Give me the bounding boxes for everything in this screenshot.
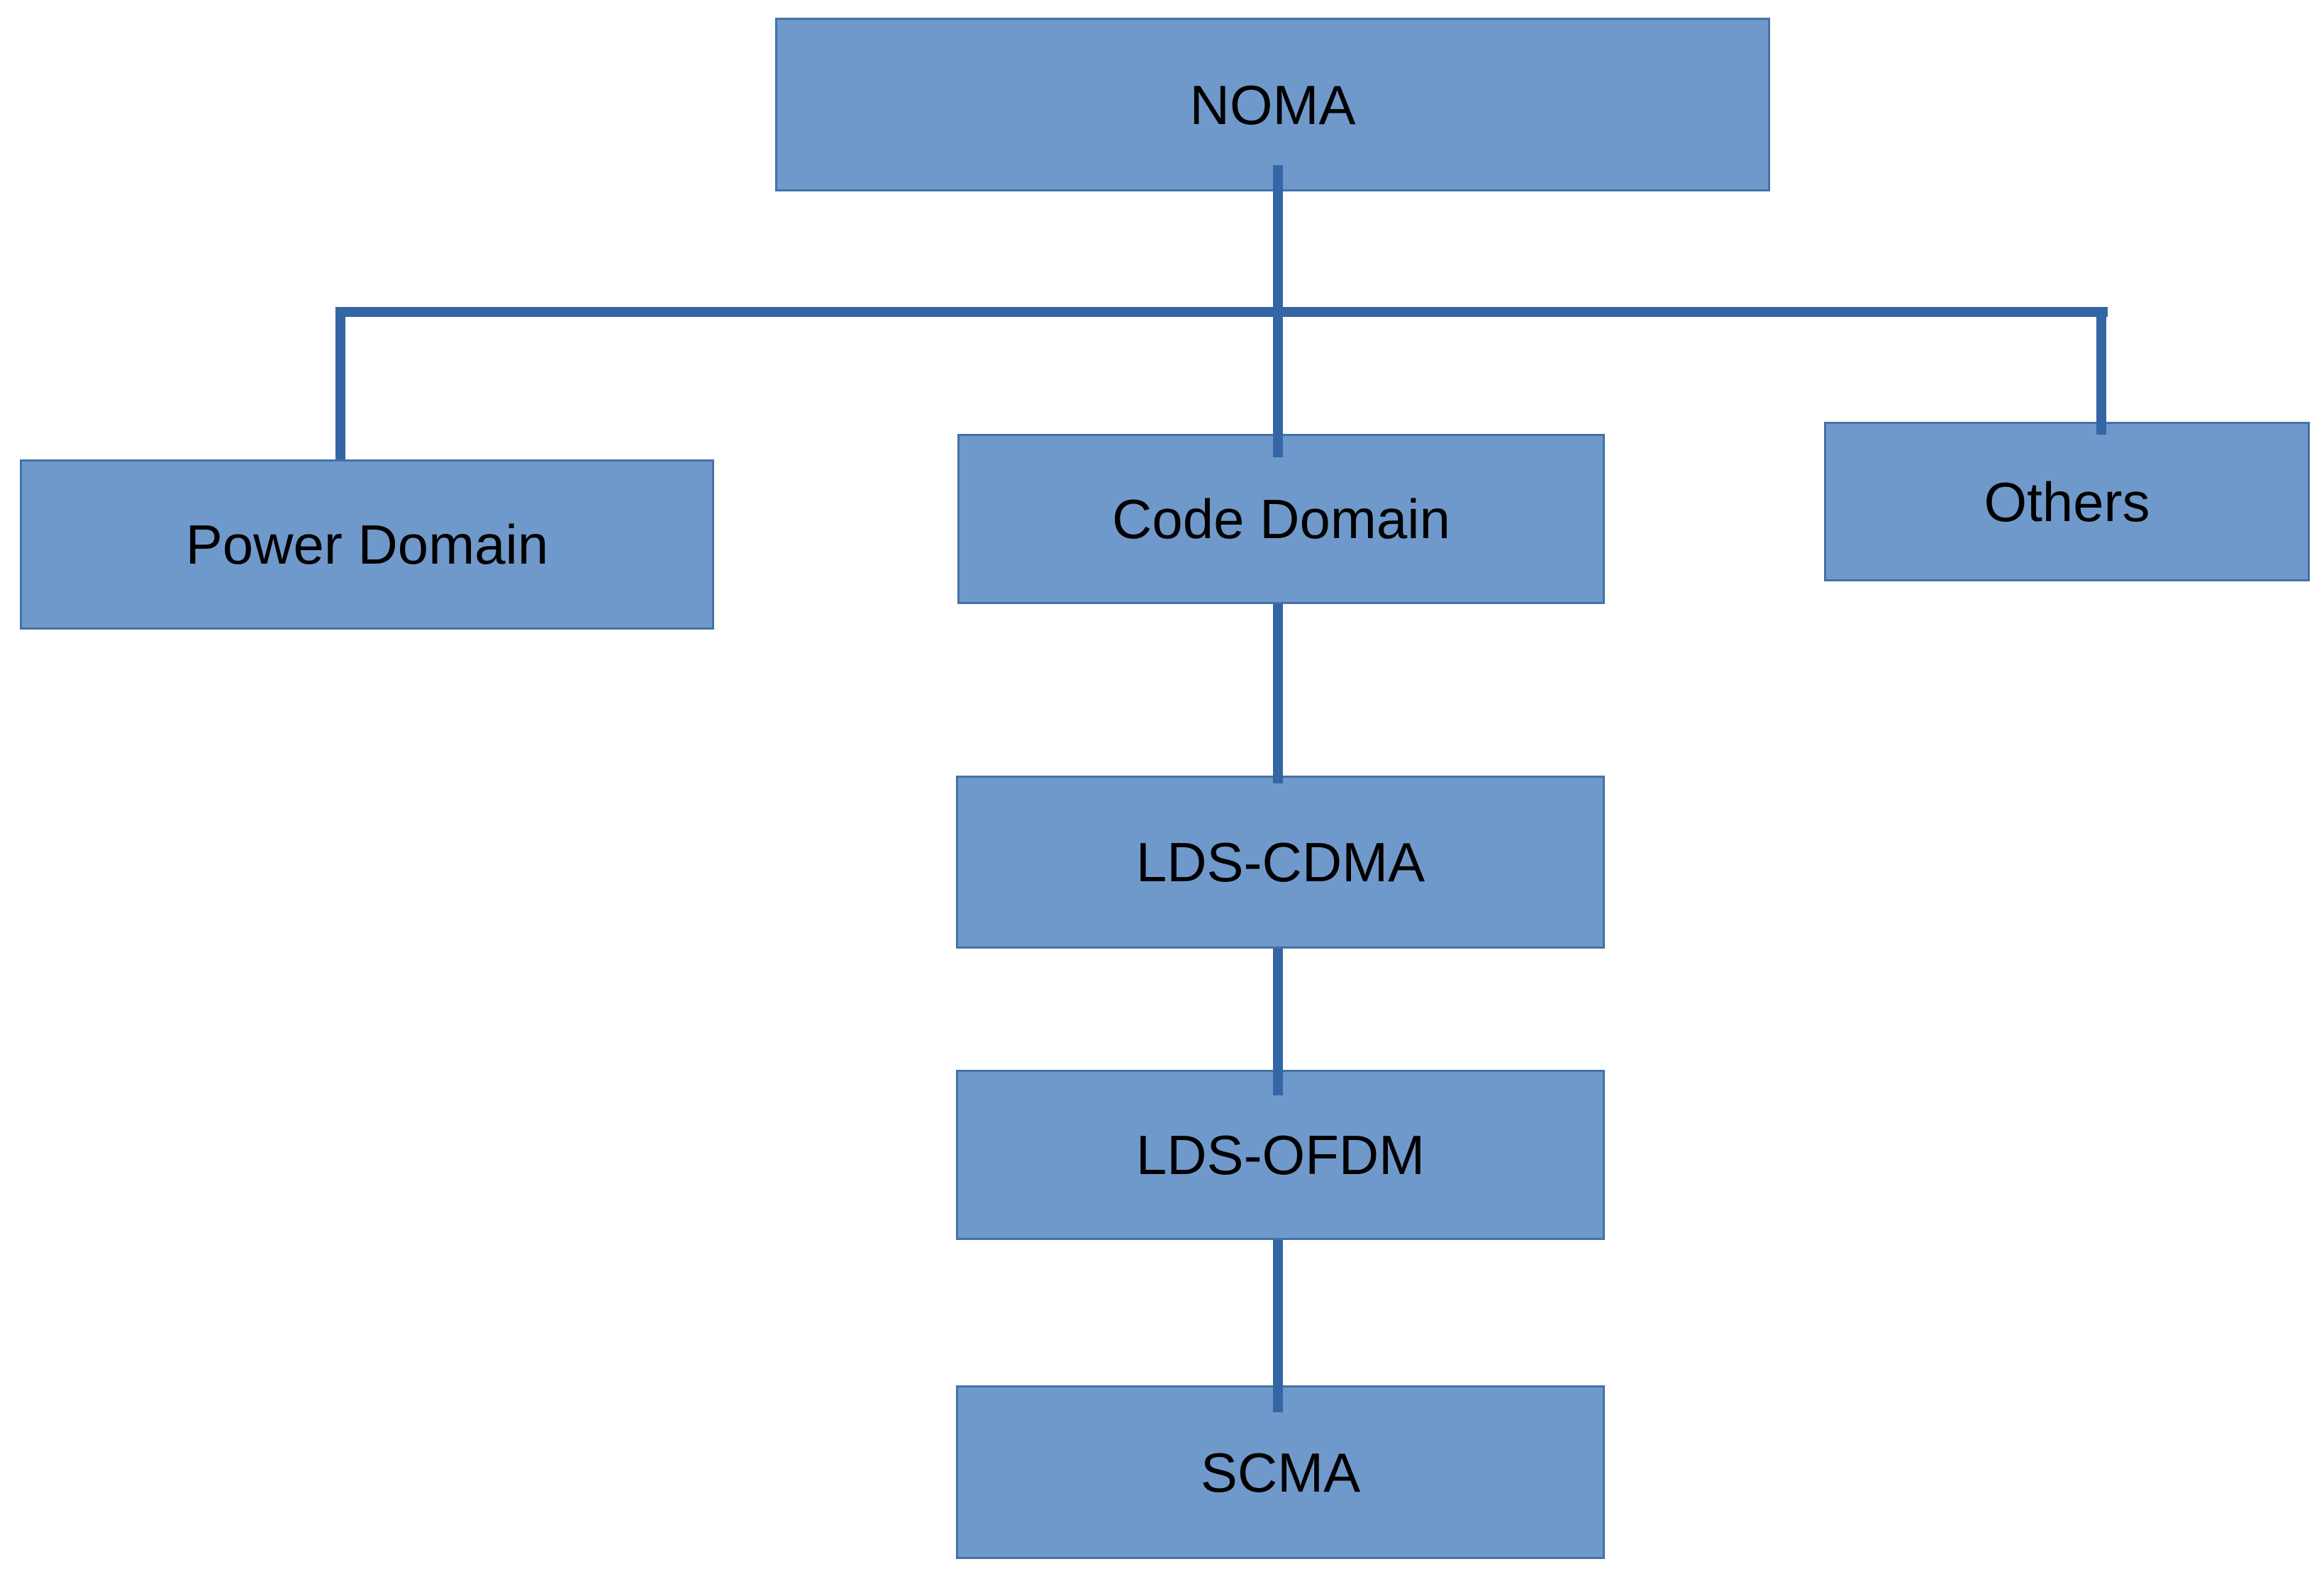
node-lds-cdma-label: LDS-CDMA <box>1135 831 1425 893</box>
node-noma: NOMA <box>775 18 1770 191</box>
node-scma: SCMA <box>956 1385 1605 1559</box>
node-lds-ofdm-label: LDS-OFDM <box>1135 1124 1425 1186</box>
node-lds-ofdm: LDS-OFDM <box>956 1070 1605 1240</box>
connector-lds-cdma-to-lds-ofdm <box>1273 949 1283 1095</box>
connector-rail-to-others <box>2096 307 2106 435</box>
node-lds-cdma: LDS-CDMA <box>956 776 1605 949</box>
node-others-label: Others <box>1984 470 2150 533</box>
connector-horizontal-rail <box>335 307 2108 317</box>
node-scma-label: SCMA <box>1200 1441 1361 1504</box>
node-power-domain-label: Power Domain <box>185 513 549 576</box>
node-noma-label: NOMA <box>1189 73 1356 136</box>
node-power-domain: Power Domain <box>20 459 714 630</box>
connector-code-domain-to-lds-cdma <box>1273 604 1283 783</box>
connector-lds-ofdm-to-scma <box>1273 1240 1283 1412</box>
node-code-domain-label: Code Domain <box>1112 488 1450 550</box>
node-others: Others <box>1824 422 2310 581</box>
node-code-domain: Code Domain <box>957 434 1605 604</box>
connector-noma-to-code-domain <box>1273 165 1283 457</box>
connector-rail-to-power-domain <box>335 307 345 459</box>
